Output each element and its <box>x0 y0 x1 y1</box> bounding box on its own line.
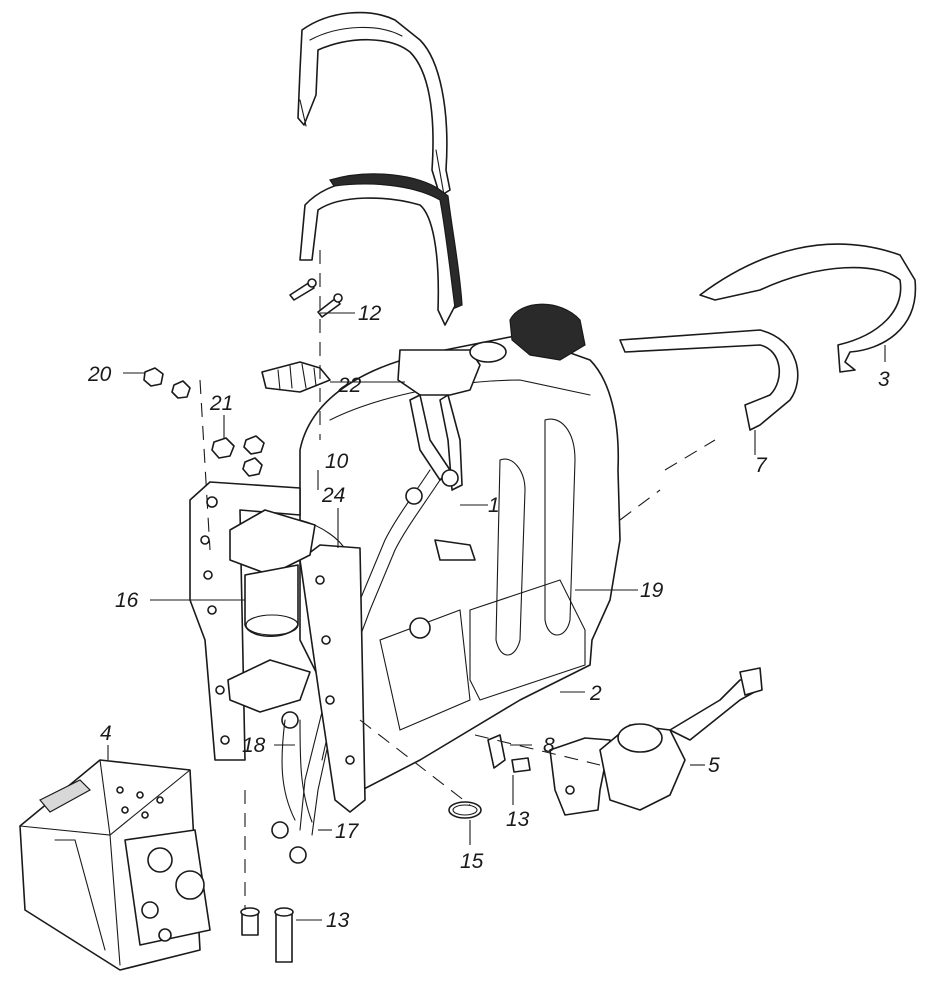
valve-part-5 <box>549 667 763 816</box>
callout-8: 8 <box>543 734 555 757</box>
callout-labels: 1 2 3 4 5 7 8 10 12 13 13 15 16 17 18 19… <box>87 302 890 932</box>
top-strap-part <box>297 11 451 197</box>
assembly-axes <box>199 250 716 910</box>
control-unit-part-4 <box>19 759 211 971</box>
nuts-20-21 <box>143 367 265 477</box>
filter-part-16 <box>227 509 316 729</box>
callout-7: 7 <box>755 454 768 477</box>
bolts-13-bottom <box>240 907 294 963</box>
callout-12: 12 <box>358 302 382 325</box>
callout-5: 5 <box>708 754 720 777</box>
callout-15: 15 <box>460 850 484 873</box>
callout-16: 16 <box>115 589 139 612</box>
mounting-bracket-part <box>189 481 366 813</box>
callout-10: 10 <box>325 450 349 473</box>
callout-13-bottom: 13 <box>326 909 350 932</box>
callout-18: 18 <box>242 734 266 757</box>
small-parts-8-13-15 <box>448 734 531 819</box>
callout-17: 17 <box>335 820 360 843</box>
strap-pad-part <box>299 173 463 326</box>
hoses-17-18 <box>271 719 313 864</box>
callout-3: 3 <box>878 368 890 391</box>
callout-4: 4 <box>100 722 112 745</box>
callout-13-right: 13 <box>506 808 530 831</box>
callout-2: 2 <box>589 682 602 705</box>
leader-lines <box>107 312 886 921</box>
bolts-12 <box>289 278 343 318</box>
callout-19: 19 <box>640 579 664 602</box>
callout-1: 1 <box>488 494 500 517</box>
callout-21: 21 <box>209 392 233 415</box>
callout-20: 20 <box>87 363 112 386</box>
right-strap-part-3 <box>619 243 917 431</box>
callout-24: 24 <box>321 484 345 507</box>
callout-22: 22 <box>337 374 362 397</box>
